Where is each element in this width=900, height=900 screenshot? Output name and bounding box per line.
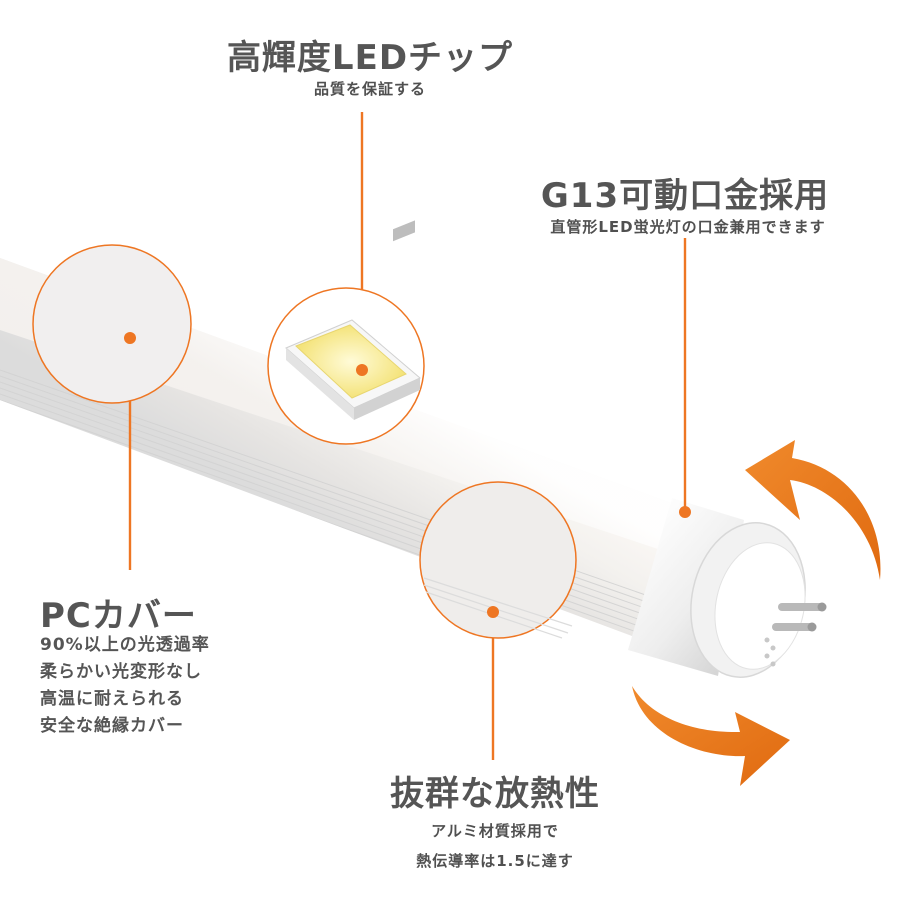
rotate-arrow-bottom-icon xyxy=(632,686,790,786)
heat-sink-magnifier xyxy=(419,481,577,639)
g13-subtitle: 直管形LED蛍光灯の口金兼用できます xyxy=(550,218,826,236)
heat-feature-list: アルミ材質採用で 熱伝導率は1.5に達す xyxy=(330,816,660,876)
heat-title: 抜群な放熱性 xyxy=(390,774,600,814)
pc-cover-magnifier xyxy=(32,244,192,404)
pc-cover-feature: 90%以上の光透過率 xyxy=(40,635,210,655)
pc-cover-feature: 安全な絶縁カバー xyxy=(40,716,184,736)
g13-end-cap xyxy=(628,498,827,678)
rotate-arrow-top-icon xyxy=(745,440,881,580)
g13-title: G13可動口金採用 xyxy=(540,176,830,216)
led-chip-subtitle: 品質を保証する xyxy=(313,80,426,98)
pc-cover-title: PCカバー xyxy=(40,596,197,636)
led-chip-magnifier xyxy=(267,220,425,445)
g13-callout-dot xyxy=(679,506,691,518)
g13-pins xyxy=(772,602,827,632)
heat-feature: アルミ材質採用で xyxy=(431,822,559,840)
led-chip-title: 高輝度LEDチップ xyxy=(226,38,514,78)
smd-led-chip xyxy=(285,220,421,420)
pc-cover-feature-list: 90%以上の光透過率 柔らかい光変形なし 高温に耐えられる 安全な絶縁カバー xyxy=(40,632,240,740)
pc-cover-feature: 高温に耐えられる xyxy=(40,689,184,709)
heat-feature: 熱伝導率は1.5に達す xyxy=(416,852,574,870)
pc-cover-feature: 柔らかい光変形なし xyxy=(40,662,202,682)
